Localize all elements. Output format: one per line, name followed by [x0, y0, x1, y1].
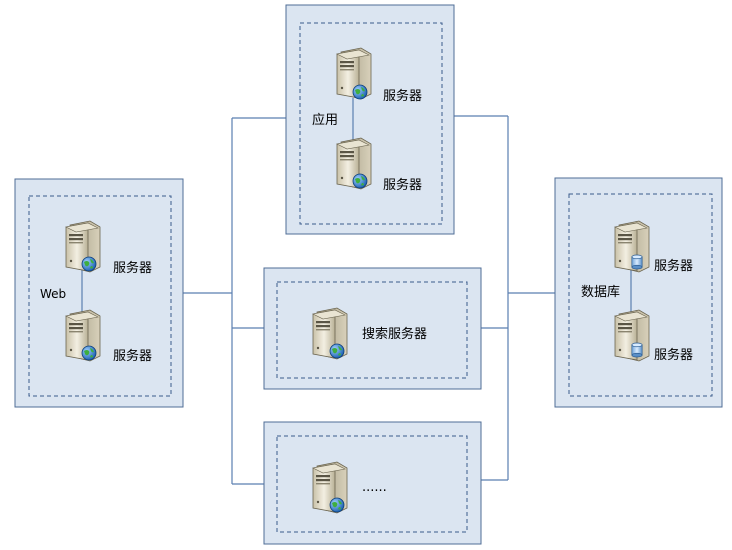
web-server-icon	[65, 309, 101, 362]
other-server-group	[263, 421, 482, 545]
app-group-label: 应用	[312, 113, 339, 128]
web-server-icon	[312, 461, 348, 514]
app-server-group	[285, 4, 455, 235]
app-server-bottom-label: 服务器	[383, 178, 423, 193]
db-server-bottom-label: 服务器	[654, 348, 694, 363]
web-server-icon	[336, 137, 372, 190]
web-server-icon	[312, 307, 348, 360]
search-server-label: 搜索服务器	[362, 327, 428, 342]
db-server-top-label: 服务器	[654, 259, 694, 274]
web-server-group	[14, 178, 184, 408]
db-group-label: 数据库	[581, 285, 621, 300]
app-server-top-label: 服务器	[383, 89, 423, 104]
connectors	[183, 115, 555, 485]
database-server-icon	[614, 309, 650, 362]
web-server-bottom-label: 服务器	[113, 349, 153, 364]
database-server-group	[554, 177, 723, 408]
web-server-icon	[65, 220, 101, 273]
other-server-label: ......	[362, 480, 387, 495]
database-server-icon	[614, 220, 650, 273]
search-server-group	[263, 267, 482, 390]
web-group-label: Web	[40, 287, 67, 301]
web-server-top-label: 服务器	[113, 261, 153, 276]
web-server-icon	[336, 47, 372, 100]
